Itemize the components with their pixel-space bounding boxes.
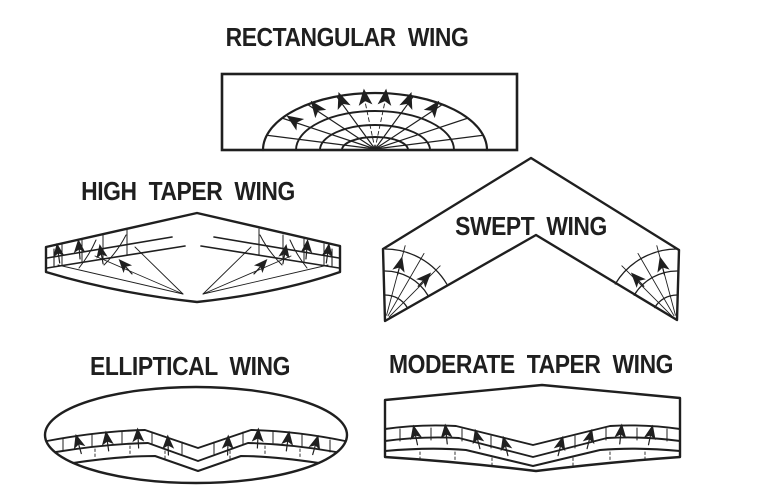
stall-direction-arrow: [286, 115, 305, 131]
high-taper-right-tip-fan: [200, 228, 340, 295]
stall-direction-arrow: [614, 423, 627, 445]
high-taper-left-tip-fan: [46, 228, 186, 295]
stall-direction-arrow: [500, 435, 513, 457]
label-high-taper-wing: HIGH TAPER WING: [81, 176, 295, 206]
stall-direction-arrow: [337, 91, 351, 110]
stall-direction-arrow: [281, 430, 294, 452]
label-elliptical-wing: ELLIPTICAL WING: [90, 351, 290, 381]
stall-direction-arrow: [73, 433, 86, 455]
stall-direction-arrow: [310, 100, 327, 119]
stall-direction-arrow: [308, 434, 321, 456]
stall-direction-arrow: [73, 238, 86, 260]
stall-direction-arrow: [221, 434, 234, 456]
label-moderate-taper-wing: MODERATE TAPER WING: [388, 349, 674, 379]
stall-direction-arrow: [300, 238, 313, 260]
stall-direction-arrow: [132, 427, 145, 449]
stall-direction-arrow: [630, 272, 646, 288]
stall-direction-arrow: [643, 424, 656, 446]
stall-direction-arrow: [657, 256, 670, 276]
high-taper-wing-shape: [44, 211, 342, 304]
stall-direction-arrow: [251, 427, 264, 449]
swept-right-tip-fan: [614, 245, 678, 318]
label-swept-wing: SWEPT WING: [455, 211, 607, 241]
swept-wing-shape: [381, 156, 681, 323]
stall-direction-arrow: [399, 91, 413, 110]
stall-direction-arrow: [53, 243, 65, 264]
stall-direction-arrow: [118, 258, 133, 275]
stall-direction-arrow: [392, 256, 405, 276]
stall-direction-arrow: [321, 243, 333, 264]
stall-direction-arrow: [440, 423, 453, 445]
rectangular-wing-shape: [220, 72, 519, 152]
stall-direction-arrow: [96, 244, 108, 265]
stall-direction-arrow: [101, 430, 114, 452]
swept-left-tip-fan: [384, 245, 448, 318]
stall-direction-arrow: [472, 428, 485, 450]
stall-direction-arrow: [582, 428, 595, 450]
elliptical-wing-shape: [43, 385, 349, 485]
stall-direction-arrow: [377, 88, 392, 106]
stall-direction-arrow: [423, 100, 440, 119]
stall-direction-arrow: [553, 435, 566, 457]
stall-direction-arrow: [278, 244, 290, 265]
stall-direction-arrow: [253, 258, 268, 275]
stall-direction-arrow: [162, 434, 175, 456]
stall-direction-arrow: [358, 88, 373, 106]
stall-direction-arrow: [416, 272, 432, 288]
moderate-taper-wing-shape: [383, 383, 682, 473]
label-rectangular-wing: RECTANGULAR WING: [225, 22, 469, 52]
stall-direction-arrow: [410, 424, 423, 446]
